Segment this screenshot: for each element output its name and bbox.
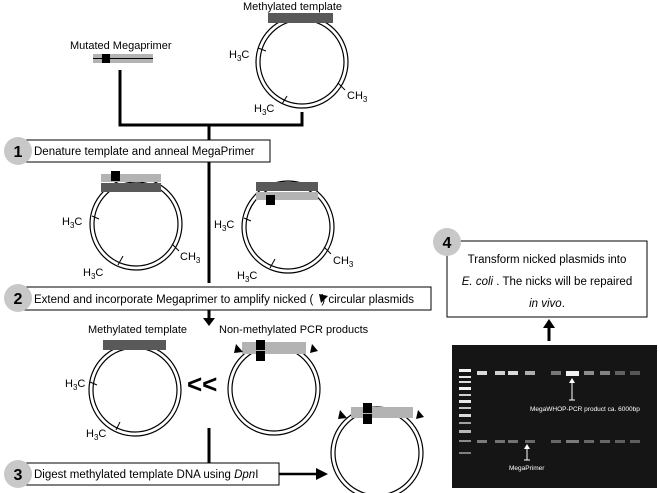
step-1-number: 1 bbox=[14, 144, 23, 161]
methyl-label: H3C bbox=[62, 216, 82, 230]
step-4-line2: E. coli . The nicks will be repaired bbox=[462, 276, 632, 288]
mutated-megaprimer-label: Mutated Megaprimer bbox=[70, 40, 172, 52]
gel-product-label: MegaWHOP-PCR product ca. 6000bp bbox=[530, 406, 640, 413]
nick-icon bbox=[416, 410, 424, 419]
nick-icon bbox=[319, 294, 328, 303]
mutation-marker bbox=[111, 171, 120, 181]
mutation-marker bbox=[266, 195, 275, 205]
methyl-label: CH3 bbox=[347, 90, 368, 104]
step-4-number: 4 bbox=[443, 235, 452, 252]
flow-lines-top bbox=[118, 70, 304, 140]
step-2: 2 Extend and incorporate Megaprimer to a… bbox=[4, 284, 432, 312]
digested-product-plasmid bbox=[330, 403, 424, 493]
primer-bands bbox=[477, 440, 640, 443]
arrow-down-icon bbox=[203, 318, 215, 326]
gel-image: MegaWHOP-PCR product ca. 6000bp MegaPrim… bbox=[452, 345, 657, 488]
arrow-right-icon bbox=[316, 468, 328, 480]
nick-icon bbox=[338, 410, 347, 419]
methyl-label: H3C bbox=[229, 49, 249, 63]
step-1-text: Denature template and anneal MegaPrimer bbox=[34, 146, 255, 158]
mutation-marker bbox=[256, 340, 265, 350]
nick-icon bbox=[310, 344, 318, 353]
gel-primer-label: MegaPrimer bbox=[509, 465, 545, 472]
step-3: 3 Digest methylated template DNA using D… bbox=[4, 460, 328, 488]
mutation-marker bbox=[102, 54, 110, 63]
product-bands bbox=[477, 371, 640, 376]
methyl-label: CH3 bbox=[333, 255, 354, 269]
arrow-up-icon bbox=[543, 319, 555, 328]
step-4-line3: in vivo. bbox=[529, 298, 565, 310]
methyl-label: H3C bbox=[83, 267, 103, 281]
nick-icon bbox=[234, 344, 243, 353]
step-4: 4 Transform nicked plasmids into E. coli… bbox=[433, 228, 648, 318]
methyl-label: CH3 bbox=[180, 251, 201, 265]
step-2-text: Extend and incorporate Megaprimer to amp… bbox=[34, 294, 414, 306]
mutation-marker bbox=[363, 403, 372, 413]
methylated-template-label-top: Methylated template bbox=[243, 1, 342, 13]
annealed-plasmid-left bbox=[89, 171, 183, 271]
megaprimer-strand bbox=[93, 54, 153, 63]
step-4-line1: Transform nicked plasmids into bbox=[468, 254, 627, 266]
non-methylated-pcr-label: Non-methylated PCR products bbox=[219, 324, 369, 336]
product-indicator bbox=[569, 380, 575, 401]
methyl-label: H3C bbox=[237, 270, 257, 284]
step-1: 1 Denature template and anneal MegaPrime… bbox=[4, 137, 271, 165]
methyl-label: H3C bbox=[65, 378, 85, 392]
pcr-product-plasmid bbox=[227, 340, 321, 436]
methylated-template-label-bottom: Methylated template bbox=[88, 324, 187, 336]
step-2-number: 2 bbox=[14, 291, 23, 308]
methyl-label: H3C bbox=[254, 103, 274, 117]
annealed-plasmid-right bbox=[241, 180, 335, 274]
top-template-plasmid bbox=[255, 13, 349, 109]
methyl-label: H3C bbox=[86, 428, 106, 442]
step-3-number: 3 bbox=[14, 467, 23, 484]
step-3-text: Digest methylated template DNA using Dpn… bbox=[34, 469, 258, 481]
ladder-lane bbox=[459, 369, 471, 454]
methylated-template-plasmid bbox=[88, 340, 182, 437]
much-less-than-symbol: << bbox=[187, 369, 217, 399]
template-band bbox=[268, 13, 333, 23]
methyl-label: H3C bbox=[214, 219, 234, 233]
mutation-marker bbox=[256, 351, 265, 361]
mutation-marker bbox=[363, 414, 372, 424]
